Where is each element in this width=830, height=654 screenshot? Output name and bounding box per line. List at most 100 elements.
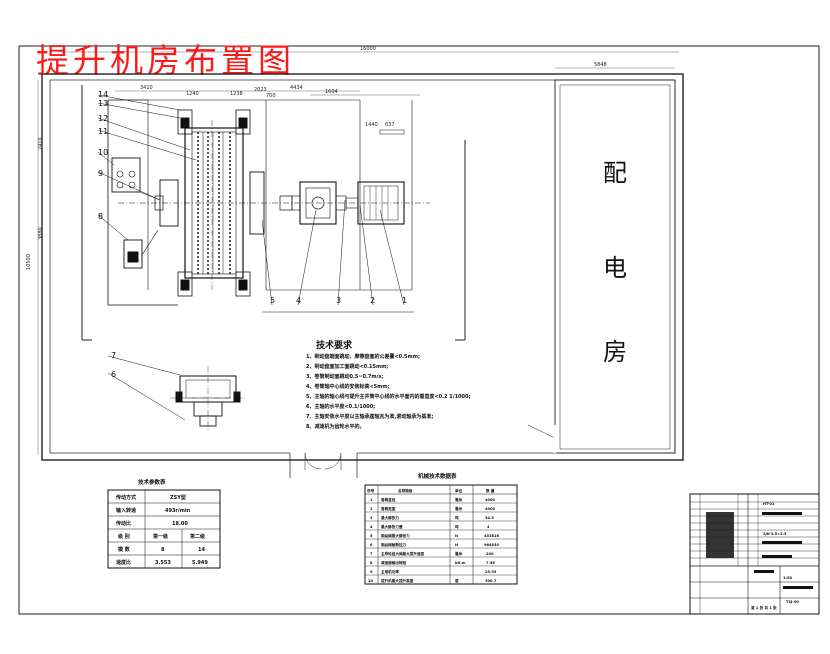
svg-text:1240: 1240 <box>186 91 199 97</box>
svg-text:1、制动盘端面跳动，摩擦盘面的公差量<0.5mm;: 1、制动盘端面跳动，摩擦盘面的公差量<0.5mm; <box>306 353 420 360</box>
svg-text:单位: 单位 <box>455 488 463 493</box>
svg-text:房: 房 <box>603 338 627 366</box>
svg-text:5: 5 <box>270 296 275 305</box>
svg-text:700: 700 <box>266 93 276 99</box>
svg-text:300.7: 300.7 <box>485 579 497 583</box>
svg-text:速度比: 速度比 <box>116 559 131 566</box>
svg-text:名称规格: 名称规格 <box>398 488 413 493</box>
svg-text:1: 1 <box>370 498 373 502</box>
svg-text:4000: 4000 <box>485 498 496 502</box>
svg-text:14: 14 <box>98 90 108 99</box>
mechanical-data-table: 机械技术数据表 序号 名称规格 单位 数 量 1 卷筒直径 毫米 4000 <box>364 472 518 585</box>
svg-text:主导轮组大绳最大提升速度: 主导轮组大绳最大提升速度 <box>381 551 425 556</box>
sheet-number: 第 1 张 共 1 张 <box>751 605 777 610</box>
svg-text:2023: 2023 <box>254 87 267 93</box>
svg-text:6: 6 <box>370 543 373 547</box>
svg-text:13: 13 <box>98 99 108 108</box>
svg-text:毫米: 毫米 <box>455 551 463 556</box>
svg-text:11: 11 <box>98 127 108 136</box>
svg-text:3: 3 <box>370 516 373 520</box>
technical-requirements: 技术要求 1、制动盘端面跳动，摩擦盘面的公差量<0.5mm; 2、制动盘面加工面… <box>306 339 471 430</box>
side-view <box>170 366 246 432</box>
svg-text:8: 8 <box>161 547 165 553</box>
svg-text:4、卷筒轴中心线的安装标高<5mm;: 4、卷筒轴中心线的安装标高<5mm; <box>306 383 390 390</box>
svg-text:吨: 吨 <box>455 524 459 529</box>
svg-text:34.5: 34.5 <box>485 516 494 520</box>
svg-text:输入转速: 输入转速 <box>116 507 136 514</box>
left-dim-upper: 2410 <box>38 137 44 150</box>
part-numbers: 1 2 3 4 5 6 7 8 9 10 11 12 13 14 <box>98 90 407 379</box>
svg-text:1238: 1238 <box>230 91 243 97</box>
svg-text:模 数: 模 数 <box>118 546 131 553</box>
svg-text:传动方式: 传动方式 <box>115 494 136 501</box>
svg-text:10: 10 <box>368 579 374 583</box>
svg-text:N: N <box>455 534 458 538</box>
svg-text:3、卷筒制动面跳动0.5~0.7m/s;: 3、卷筒制动面跳动0.5~0.7m/s; <box>306 373 383 380</box>
svg-text:453816: 453816 <box>484 534 500 538</box>
svg-text:7: 7 <box>370 552 373 556</box>
svg-text:度: 度 <box>455 578 459 583</box>
svg-text:6、主轴的水平度<0.1/1000;: 6、主轴的水平度<0.1/1000; <box>306 403 375 410</box>
svg-text:提升机最大提升高度: 提升机最大提升高度 <box>381 578 414 583</box>
svg-text:传动比: 传动比 <box>115 520 131 527</box>
svg-text:5848: 5848 <box>594 62 607 68</box>
overall-dim-text: 16000 <box>360 46 376 52</box>
scale: 1:50 <box>783 576 792 580</box>
svg-text:吨: 吨 <box>455 515 459 520</box>
svg-text:8、减速机为齿轮水平的。: 8、减速机为齿轮水平的。 <box>306 423 364 430</box>
svg-text:第一级: 第一级 <box>153 533 168 540</box>
requirements-title: 技术要求 <box>316 339 353 351</box>
svg-text:9: 9 <box>370 570 373 574</box>
svg-text:6: 6 <box>111 370 116 379</box>
part-id: 2JK-3.5×2.5 <box>763 532 787 536</box>
svg-text:14: 14 <box>198 547 205 553</box>
svg-text:4: 4 <box>370 525 373 529</box>
left-dim-middle: 3880 <box>38 227 44 240</box>
svg-text:钢丝绳最大静张力: 钢丝绳最大静张力 <box>381 533 410 538</box>
svg-text:ZSY型: ZSY型 <box>170 494 186 501</box>
part-callouts <box>97 94 414 421</box>
tech-table-caption: 技术参数表 <box>138 478 166 486</box>
svg-text:1604: 1604 <box>325 89 338 95</box>
building-walls <box>41 73 684 478</box>
svg-text:25.55: 25.55 <box>485 570 497 574</box>
svg-text:数 量: 数 量 <box>485 488 495 493</box>
svg-text:2: 2 <box>370 296 375 305</box>
svg-text:10: 10 <box>98 148 108 157</box>
svg-text:毫米: 毫米 <box>455 506 463 511</box>
svg-text:18.00: 18.00 <box>172 521 188 527</box>
hoist-machinery <box>107 99 430 306</box>
svg-text:2: 2 <box>370 507 373 511</box>
svg-text:最大静张力差: 最大静张力差 <box>381 524 403 529</box>
title-block <box>689 493 820 615</box>
svg-text:3410: 3410 <box>140 85 153 91</box>
svg-text:级 别: 级 别 <box>117 533 130 540</box>
svg-text:毫米: 毫米 <box>455 497 463 502</box>
svg-text:序号: 序号 <box>367 488 375 493</box>
svg-text:卷筒直径: 卷筒直径 <box>380 497 396 502</box>
svg-text:637: 637 <box>385 122 395 128</box>
power-room-label: 配 电 房 <box>603 159 627 366</box>
svg-text:4: 4 <box>487 525 490 529</box>
svg-text:3.553: 3.553 <box>155 560 171 566</box>
svg-text:12: 12 <box>98 114 108 123</box>
code: HT-01 <box>763 502 775 506</box>
svg-text:N: N <box>455 543 458 547</box>
top-dimensions: 3410 1240 1238 2023 700 4434 1604 1440 6… <box>115 62 675 128</box>
left-dim-total: 10500 <box>26 254 32 270</box>
svg-text:493r/min: 493r/min <box>165 508 191 514</box>
svg-text:9: 9 <box>98 169 103 178</box>
svg-text:配: 配 <box>603 159 627 187</box>
drawing-number: TSJ-00 <box>786 600 799 604</box>
svg-text:kN·m: kN·m <box>455 561 466 565</box>
svg-text:主电机功率: 主电机功率 <box>381 569 399 574</box>
svg-text:卷筒宽度: 卷筒宽度 <box>380 506 396 511</box>
svg-text:减速器输出转矩: 减速器输出转矩 <box>380 560 407 565</box>
svg-text:964830: 964830 <box>484 543 500 547</box>
tech-parameter-table: 技术参数表 传动方式 ZSY型 输入转速 493r/min 传动比 18.00 … <box>107 478 221 569</box>
svg-text:5、主轴的轴心线与提升主井筒中心线的水平面内的垂直度<0.2: 5、主轴的轴心线与提升主井筒中心线的水平面内的垂直度<0.2 1/1000; <box>306 393 471 400</box>
svg-text:第二级: 第二级 <box>190 533 205 540</box>
svg-text:1440: 1440 <box>365 122 378 128</box>
svg-text:1: 1 <box>402 296 407 305</box>
